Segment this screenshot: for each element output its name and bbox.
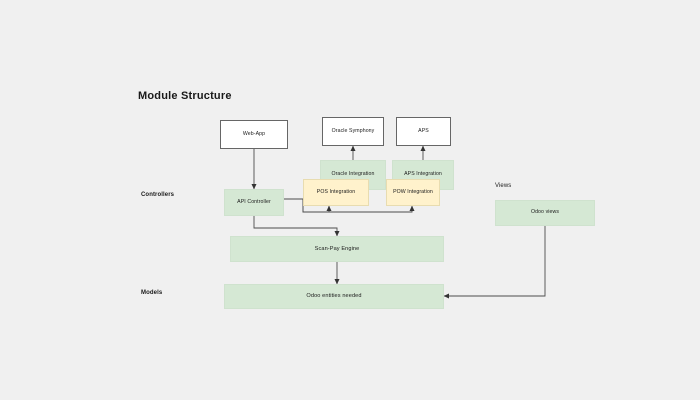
edge-odoo-views-to-odoo-entities (443, 226, 546, 299)
node-pos-integration[interactable]: POS Integration (303, 179, 369, 206)
node-oracle-symphony[interactable]: Oracle Symphony (322, 117, 384, 146)
swimlane-label-controllers: Controllers (141, 192, 175, 198)
node-api-controller[interactable]: API Controller (224, 189, 284, 216)
section-label-views: Views (495, 183, 512, 189)
swimlane-label-models: Models (141, 290, 163, 296)
node-web-app[interactable]: Web-App (220, 120, 288, 149)
node-pow-integration[interactable]: POW Integration (386, 179, 440, 206)
node-aps[interactable]: APS (396, 117, 451, 146)
node-scan-pay-engine[interactable]: Scan-Pay Engine (230, 236, 444, 262)
edge-api-controller-to-scan-pay-engine (253, 216, 340, 237)
page-title: Module Structure (138, 90, 232, 102)
node-odoo-entities-needed[interactable]: Odoo entities needed (224, 284, 444, 309)
node-odoo-views[interactable]: Odoo views (495, 200, 595, 226)
